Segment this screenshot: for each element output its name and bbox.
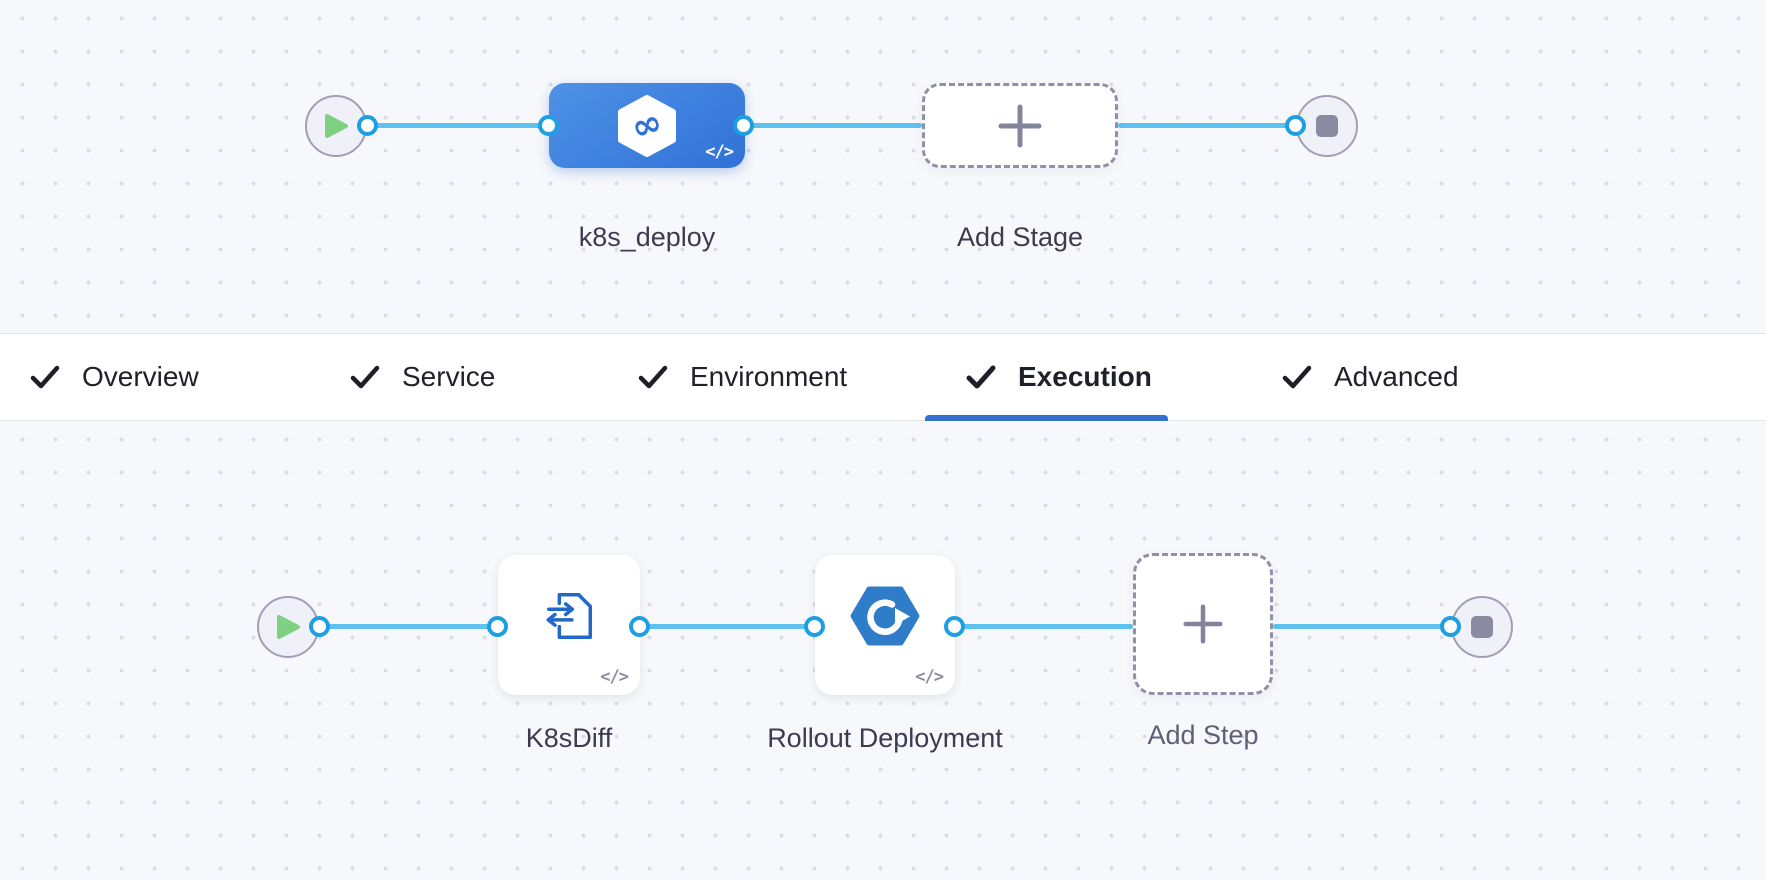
- stage-graph-canvas[interactable]: ∞ </> k8s_deploy Add Stage: [0, 0, 1766, 333]
- edge-line: [955, 624, 1133, 629]
- port[interactable]: [357, 115, 378, 136]
- plus-icon: [998, 104, 1042, 147]
- tab-environment[interactable]: Environment: [638, 334, 847, 420]
- tab-service[interactable]: Service: [350, 334, 495, 420]
- k8s-diff-file-icon: [540, 587, 598, 650]
- cd-hexagon-infinity-icon: ∞: [618, 94, 676, 157]
- stage-label: k8s_deploy: [578, 222, 716, 252]
- edge-line: [368, 123, 549, 128]
- tab-label: Advanced: [1334, 361, 1459, 392]
- port[interactable]: [733, 115, 754, 136]
- active-tab-underline: [925, 415, 1168, 421]
- rollout-circular-arrow-icon: [850, 584, 920, 653]
- port[interactable]: [487, 616, 508, 637]
- code-badge: </>: [915, 667, 944, 687]
- check-icon: [1282, 364, 1312, 390]
- step-label: Rollout Deployment: [767, 723, 1003, 753]
- add-step-label: Add Step: [1147, 720, 1259, 750]
- tab-label: Service: [402, 361, 496, 392]
- tab-advanced[interactable]: Advanced: [1282, 334, 1459, 420]
- execution-graph-canvas[interactable]: </> </> K8sDiff Rollo: [0, 421, 1766, 880]
- edge-line: [744, 123, 922, 128]
- check-icon: [350, 364, 380, 390]
- code-badge: </>: [705, 142, 734, 162]
- plus-icon: [1183, 604, 1223, 644]
- tab-label: Execution: [1018, 361, 1152, 392]
- edge-line: [1273, 624, 1451, 629]
- port[interactable]: [538, 115, 559, 136]
- stop-icon: [1471, 616, 1493, 638]
- add-stage-label: Add Stage: [956, 222, 1084, 252]
- port[interactable]: [629, 616, 650, 637]
- port[interactable]: [309, 616, 330, 637]
- start-node: [305, 95, 367, 157]
- code-badge: </>: [600, 667, 629, 687]
- tab-label: Environment: [690, 361, 848, 392]
- end-node: [1296, 95, 1358, 157]
- tab-label: Overview: [82, 361, 199, 392]
- edge-line: [640, 624, 815, 629]
- step-node-k8sdiff[interactable]: </>: [498, 555, 640, 695]
- check-icon: [966, 364, 996, 390]
- port[interactable]: [804, 616, 825, 637]
- end-node: [1451, 596, 1513, 658]
- stage-config-tabs: Overview Service Environment Execution: [0, 333, 1766, 421]
- edge-line: [320, 624, 498, 629]
- step-node-rollout-deployment[interactable]: </>: [815, 555, 955, 695]
- stop-icon: [1316, 115, 1338, 137]
- tab-overview[interactable]: Overview: [30, 334, 199, 420]
- port[interactable]: [1440, 616, 1461, 637]
- add-stage-button[interactable]: [922, 83, 1118, 168]
- port[interactable]: [944, 616, 965, 637]
- port[interactable]: [1285, 115, 1306, 136]
- step-label: K8sDiff: [525, 723, 613, 753]
- play-icon: [277, 615, 300, 639]
- check-icon: [30, 364, 60, 390]
- add-step-button[interactable]: [1133, 553, 1273, 695]
- tab-execution[interactable]: Execution: [925, 334, 1168, 421]
- edge-line: [1118, 123, 1296, 128]
- stage-node-k8s-deploy[interactable]: ∞ </>: [549, 83, 745, 168]
- check-icon: [638, 364, 668, 390]
- play-icon: [325, 114, 348, 138]
